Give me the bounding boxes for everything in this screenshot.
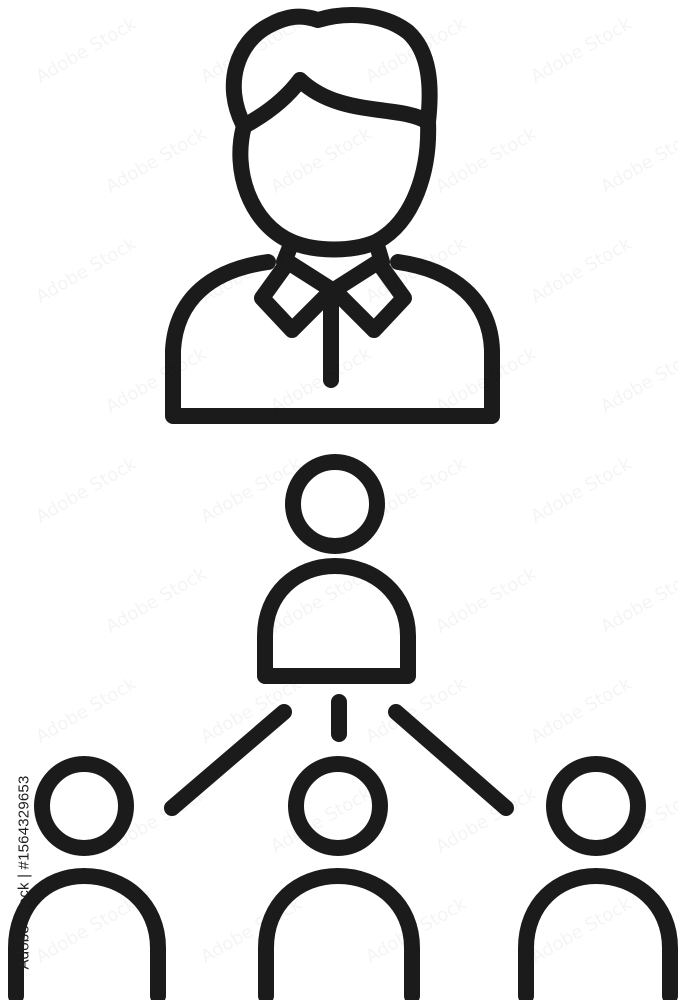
member-person-icon-center <box>258 756 420 1004</box>
member-left-head <box>34 756 134 856</box>
member-person-icon-left <box>8 756 166 1004</box>
lead-body <box>257 558 416 684</box>
stock-watermark: Adobe Stock | #1564329653 <box>14 752 34 992</box>
member-center-head <box>288 756 388 856</box>
stock-watermark-text: Adobe Stock | #1564329653 <box>15 774 33 970</box>
manager-icon <box>165 7 500 424</box>
manager-body <box>165 254 500 424</box>
connector-right <box>388 704 514 816</box>
manager-hair <box>225 7 438 134</box>
member-right-body <box>518 868 678 1004</box>
manager-face <box>232 114 437 258</box>
connector-left <box>164 704 292 816</box>
member-center-body <box>258 868 420 1004</box>
manager-collar-right <box>326 254 412 338</box>
lead-person-icon <box>257 454 416 684</box>
member-left-body <box>8 868 166 1004</box>
member-right-head <box>546 756 646 856</box>
hierarchy-connectors <box>164 694 514 816</box>
member-person-icon-right <box>518 756 678 1004</box>
manager-collar-left <box>254 254 340 338</box>
lead-head <box>285 454 385 554</box>
